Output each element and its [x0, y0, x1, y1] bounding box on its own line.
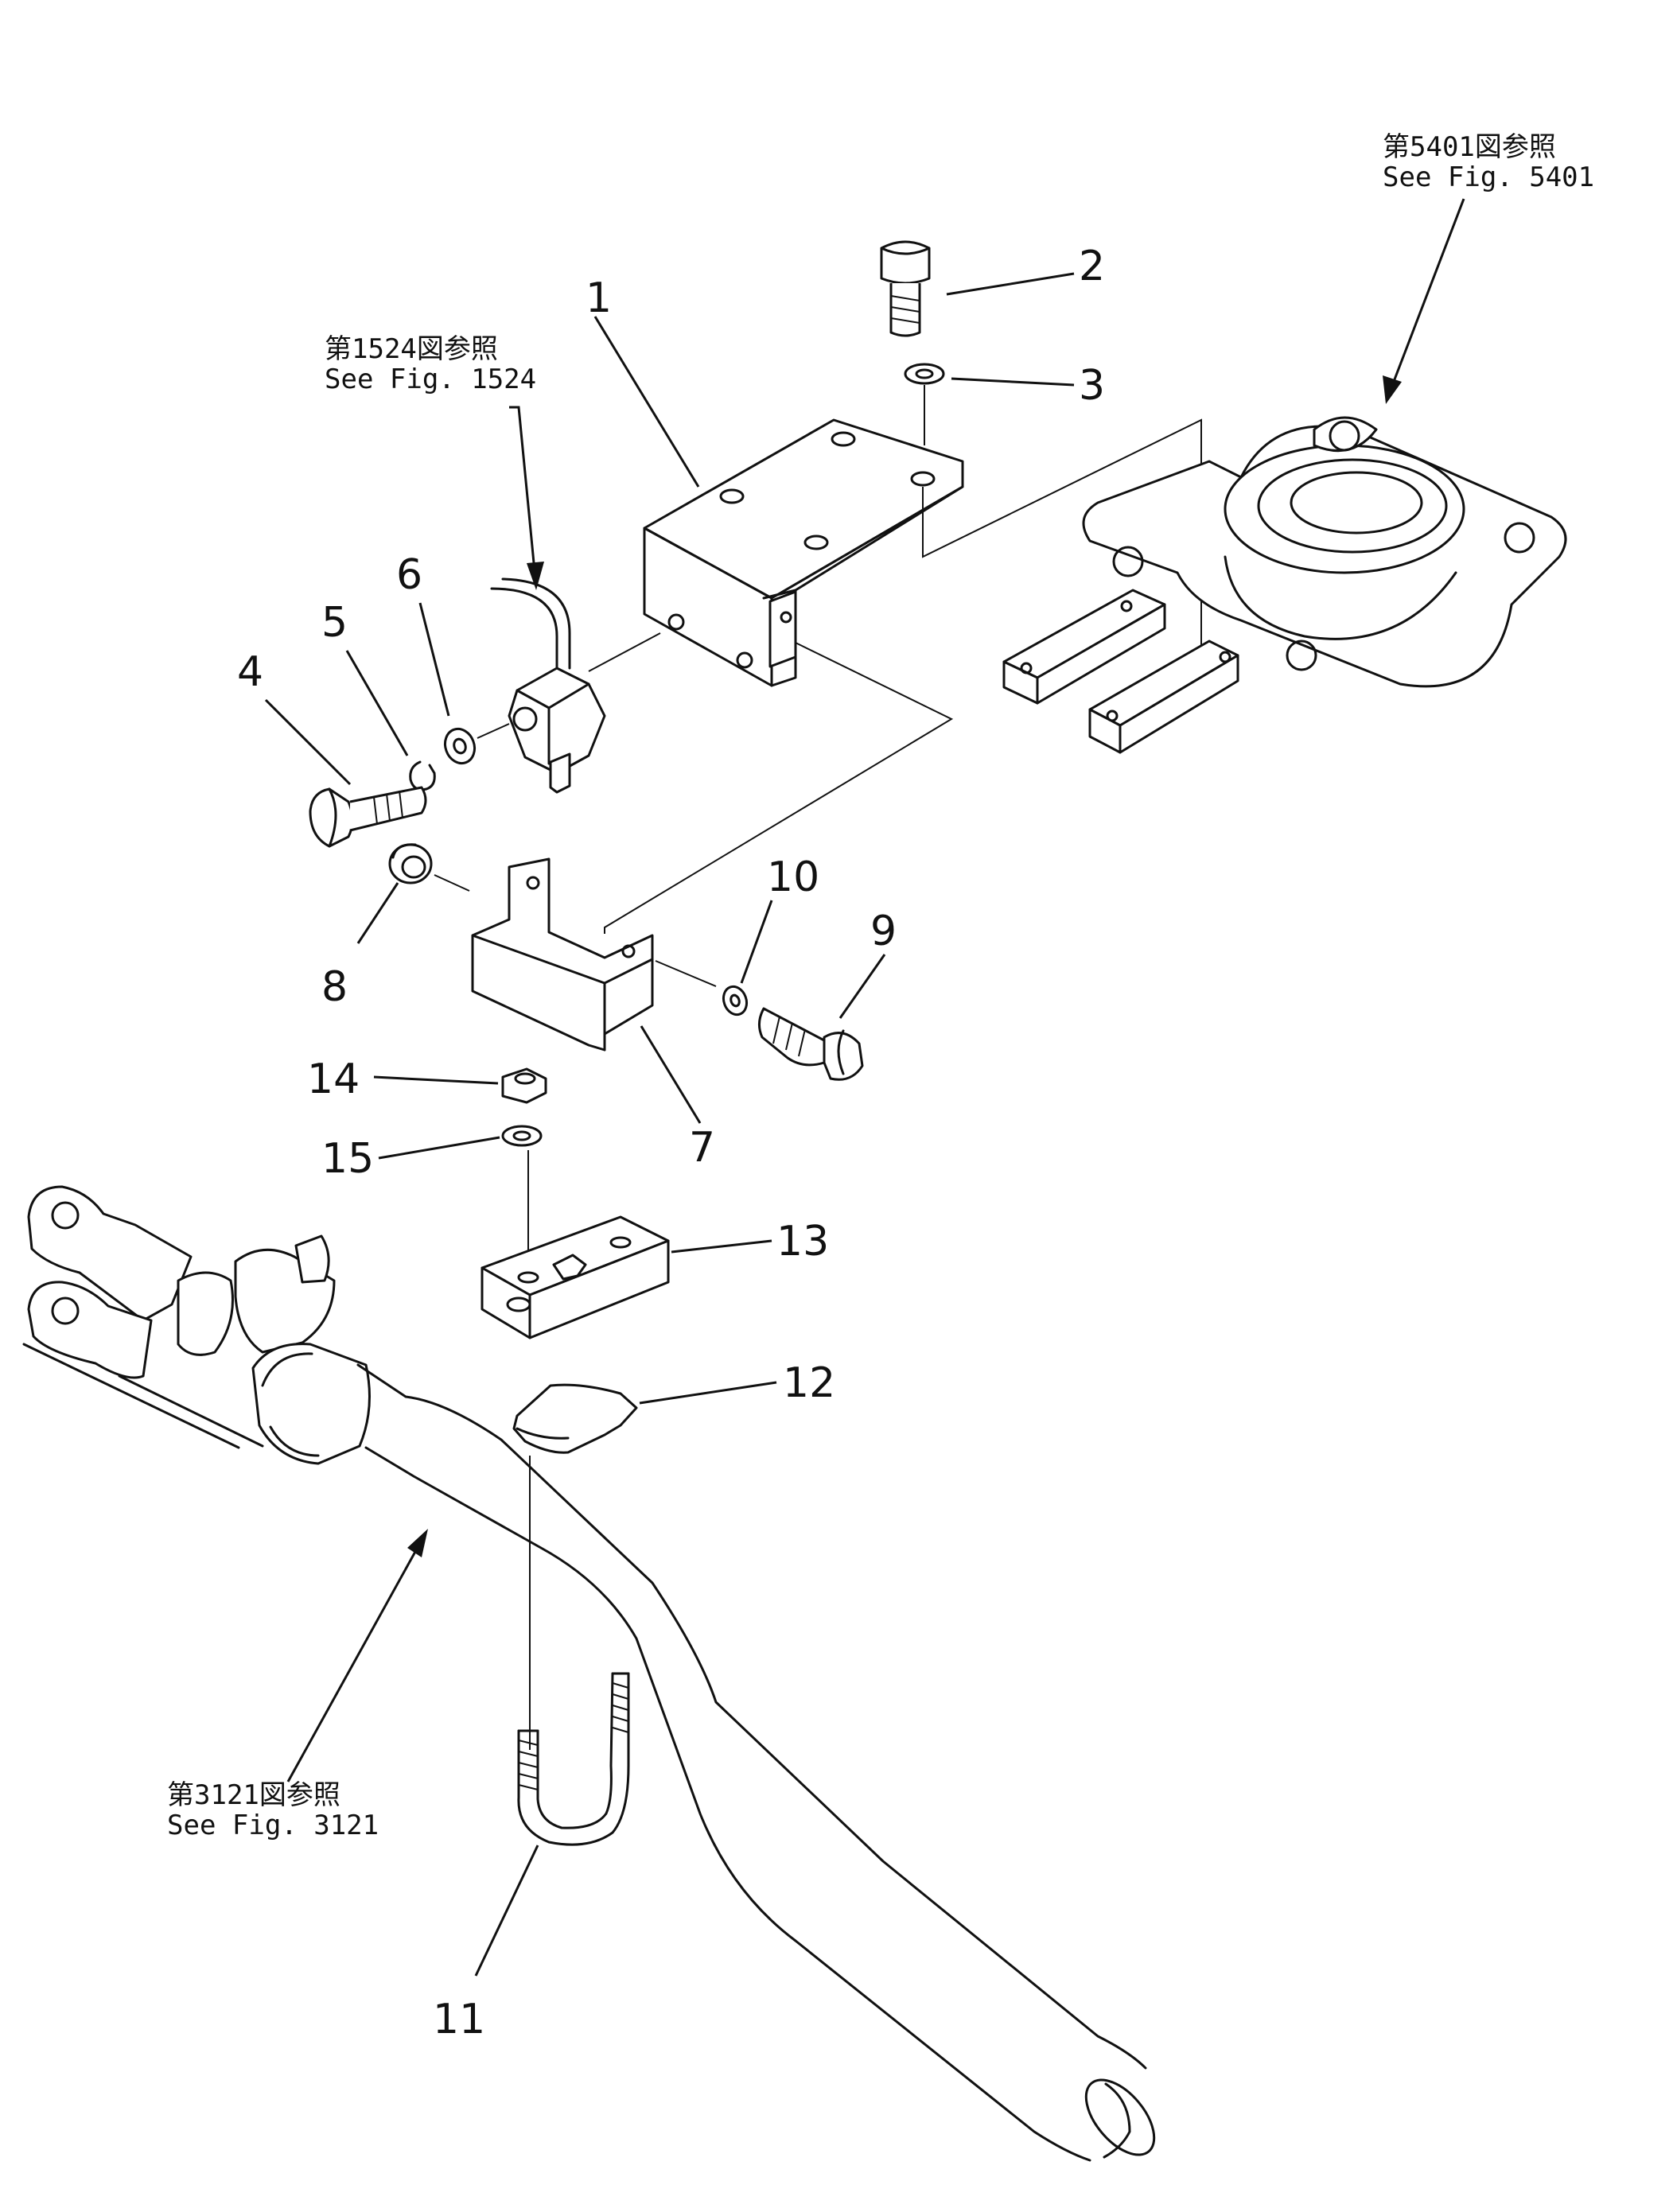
part-15-washer	[501, 1125, 543, 1273]
leader-4	[264, 698, 352, 786]
callout-14: 14	[307, 1055, 360, 1103]
reference-fig-1524-jp: 第1524図参照	[325, 333, 498, 365]
leader-5	[345, 650, 409, 756]
callout-8: 8	[321, 963, 348, 1011]
callout-numbers: 1 2 3 4 5 6 7 8 9 10 11 12 13 14 15	[237, 243, 1105, 2043]
callout-6: 6	[396, 551, 422, 599]
leader-13	[671, 1239, 772, 1254]
reference-fig-5401-en: See Fig. 5401	[1383, 161, 1594, 193]
part-2-bolt	[880, 240, 931, 337]
part-6-washer	[443, 723, 510, 765]
leader-1	[593, 316, 700, 488]
leader-15	[378, 1136, 500, 1160]
reference-fig-3121-jp: 第3121図参照	[167, 1779, 340, 1811]
callout-10: 10	[767, 853, 819, 901]
callout-9: 9	[870, 908, 897, 955]
part-1-bracket	[643, 418, 964, 687]
reference-fig-5401-arrowhead	[1383, 375, 1402, 404]
leader-2	[946, 272, 1075, 296]
leader-10	[740, 900, 773, 984]
reference-fig-5401: 第5401図参照 See Fig. 5401	[1383, 131, 1594, 404]
reference-fig-5401-arrow	[1389, 198, 1465, 391]
reference-fig-1524-arrow	[509, 406, 536, 572]
reference-fig-1524-arrowhead	[527, 562, 544, 590]
leader-3	[951, 377, 1075, 387]
reference-fig-1524: 第1524図参照 See Fig. 1524	[325, 333, 544, 590]
part-12-pad	[512, 1383, 638, 1750]
part-10-washer	[722, 985, 749, 1017]
callout-4: 4	[237, 648, 263, 696]
callout-7: 7	[689, 1124, 715, 1172]
callout-11: 11	[433, 1996, 485, 2043]
part-5-lock-washer	[409, 760, 436, 791]
callout-15: 15	[321, 1135, 374, 1183]
part-13-plate	[481, 1215, 670, 1339]
leader-9	[838, 954, 886, 1019]
callout-13: 13	[776, 1218, 829, 1265]
callout-5: 5	[321, 599, 348, 647]
callout-12: 12	[783, 1359, 835, 1407]
reference-fig-1524-en: See Fig. 1524	[325, 363, 536, 395]
part-14-nut	[501, 1067, 547, 1104]
leader-14	[373, 1075, 499, 1085]
leader-11	[474, 1845, 539, 1977]
part-8-collar	[388, 843, 470, 892]
callout-leaders	[264, 272, 1075, 1977]
leader-12	[639, 1381, 777, 1405]
limit-switch-fig-1524	[490, 577, 606, 794]
reference-fig-5401-jp: 第5401図参照	[1383, 131, 1556, 163]
shaft-fig-3121	[22, 1185, 1156, 2162]
assembly-line-bracket-cover	[604, 642, 954, 934]
part-9-bolt	[758, 1007, 864, 1081]
callout-1: 1	[586, 274, 612, 322]
part-11-u-bolt	[517, 1672, 630, 1846]
leader-6	[418, 602, 450, 717]
reference-fig-3121-arrow	[286, 1542, 422, 1782]
part-7-cover	[471, 857, 717, 1052]
callout-2: 2	[1079, 243, 1105, 290]
reference-fig-3121-arrowhead	[407, 1529, 428, 1557]
reference-fig-3121: 第3121図参照 See Fig. 3121	[167, 1529, 428, 1841]
reference-fig-3121-en: See Fig. 3121	[167, 1810, 379, 1841]
assembly-line-bracket-housing	[922, 418, 1202, 652]
housing-fig-5401	[1002, 416, 1567, 754]
leader-8	[356, 882, 399, 944]
part-4-bolt	[309, 786, 427, 848]
part-3-washer	[904, 363, 945, 445]
callout-3: 3	[1079, 362, 1105, 410]
leader-7	[640, 1025, 702, 1124]
assembly-line-switch-bracket	[588, 632, 661, 672]
